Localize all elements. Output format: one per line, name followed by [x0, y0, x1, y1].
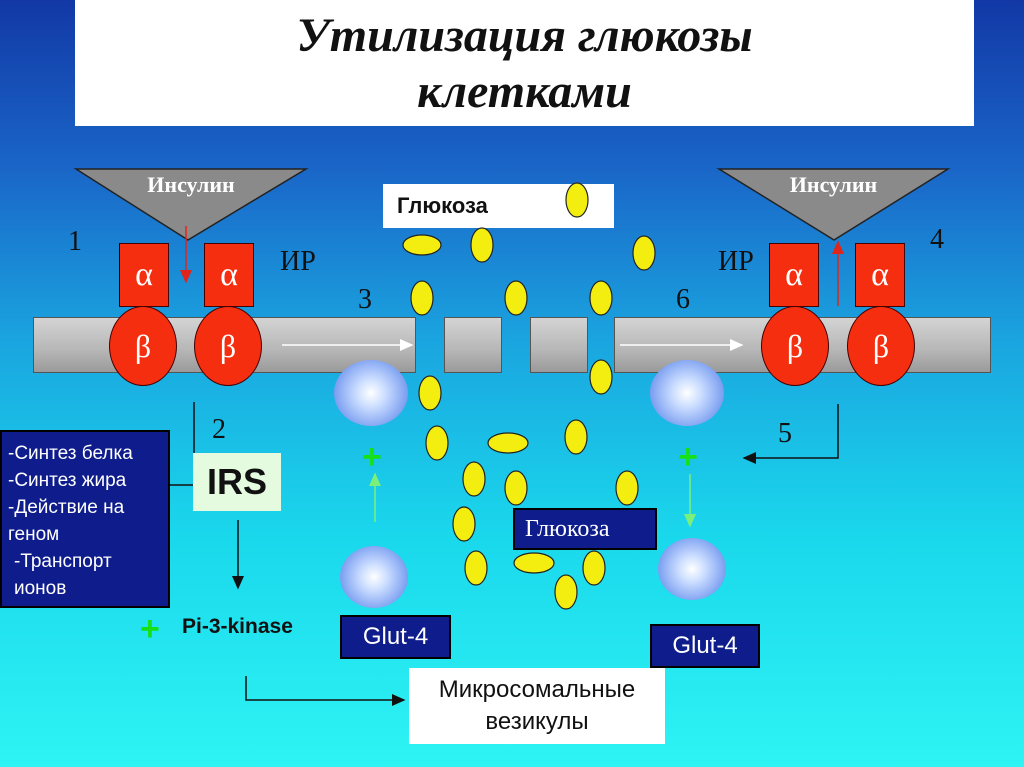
glucose-molecule: [504, 280, 528, 316]
beta-symbol: β: [219, 327, 237, 364]
glucose-molecule: [615, 470, 639, 506]
beta-symbol: β: [786, 327, 804, 364]
plus-sign-pi3k: +: [140, 610, 160, 648]
glut4-label-right-text: Glut-4: [672, 632, 738, 659]
effect-item: -Действие на геном: [8, 497, 125, 545]
plus-sign-left: +: [362, 438, 382, 476]
glucose-molecule: [565, 182, 589, 218]
membrane-channel-right: [530, 317, 588, 373]
glut4-vesicle-right: [658, 538, 726, 600]
step-number-2: 2: [212, 414, 226, 445]
irs-box: IRS: [193, 453, 281, 511]
irs-text: IRS: [206, 461, 267, 502]
glucose-molecule: [632, 235, 656, 271]
receptor-label-right: ИР: [718, 246, 754, 277]
receptor-left-beta-1: β: [109, 306, 177, 386]
glut4-label-left: Glut-4: [340, 615, 451, 659]
title-line-1: Утилизация глюкозы: [296, 9, 753, 62]
glucose-label-bottom-text: Глюкоза: [525, 516, 610, 542]
glucose-molecule: [402, 234, 442, 256]
receptor-left-alpha-1: α: [119, 243, 169, 307]
insulin-triangle-right: [716, 168, 951, 241]
glucose-molecule: [452, 506, 476, 542]
glucose-molecule: [470, 227, 494, 263]
alpha-symbol: α: [871, 256, 889, 293]
pi3k-label: Pi-3-kinase: [182, 615, 293, 638]
effect-item: -Транспорт ионов: [14, 551, 112, 599]
glucose-molecule: [425, 425, 449, 461]
step-number-4: 4: [930, 224, 944, 255]
glucose-label-top-text: Глюкоза: [397, 193, 488, 218]
glut4-vesicle-left: [340, 546, 408, 608]
receptor-left-alpha-2: α: [204, 243, 254, 307]
glut4-membrane-right: [650, 360, 724, 426]
glucose-molecule: [487, 432, 529, 454]
vesicles-line-2: везикулы: [485, 708, 589, 735]
step-number-5: 5: [778, 418, 792, 449]
effect-item: -Синтез жира: [8, 470, 127, 491]
receptor-right-beta-1: β: [761, 306, 829, 386]
glucose-molecule: [554, 574, 578, 610]
beta-symbol: β: [872, 327, 890, 364]
glucose-label-bottom: Глюкоза: [513, 508, 657, 550]
receptor-left-beta-2: β: [194, 306, 262, 386]
alpha-symbol: α: [785, 256, 803, 293]
alpha-symbol: α: [220, 256, 238, 293]
glut4-label-right: Glut-4: [650, 624, 760, 668]
insulin-label-right: Инсулин: [789, 172, 878, 197]
pi3k-to-vesicles-arrow: [245, 676, 406, 706]
glut4-membrane-left: [334, 360, 408, 426]
step-number-6: 6: [676, 284, 690, 315]
glucose-molecule: [504, 470, 528, 506]
vesicles-label: Микросомальные везикулы: [409, 668, 665, 744]
receptor-right-beta-2: β: [847, 306, 915, 386]
glucose-molecule: [462, 461, 486, 497]
glucose-molecule: [418, 375, 442, 411]
glucose-molecule: [464, 550, 488, 586]
glucose-molecules: [402, 182, 656, 610]
title-line-2: клетками: [417, 65, 632, 118]
step-number-1: 1: [68, 226, 82, 257]
glucose-molecule: [513, 552, 555, 574]
effects-list: -Синтез белка -Синтез жира -Действие на …: [0, 430, 170, 608]
glucose-molecule: [589, 280, 613, 316]
signal-line-left: [169, 402, 195, 486]
signal-line-right: [742, 404, 839, 464]
beta-symbol: β: [134, 327, 152, 364]
glut4-label-left-text: Glut-4: [362, 623, 429, 650]
vesicles-line-1: Микросомальные: [438, 676, 636, 703]
effect-item: -Синтез белка: [8, 443, 133, 464]
alpha-symbol: α: [135, 256, 153, 293]
insulin-label-left: Инсулин: [147, 172, 235, 197]
glucose-molecule: [410, 280, 434, 316]
glucose-molecule: [589, 359, 613, 395]
membrane-channel-left: [444, 317, 502, 373]
title-box: Утилизация глюкозы клетками: [75, 0, 974, 126]
plus-sign-right: +: [678, 438, 698, 476]
step-number-3: 3: [358, 284, 372, 315]
insulin-triangle-left: [73, 168, 309, 241]
receptor-right-alpha-2: α: [855, 243, 905, 307]
glucose-molecule: [582, 550, 606, 586]
glucose-molecule: [564, 419, 588, 455]
receptor-label-left: ИР: [280, 246, 316, 277]
